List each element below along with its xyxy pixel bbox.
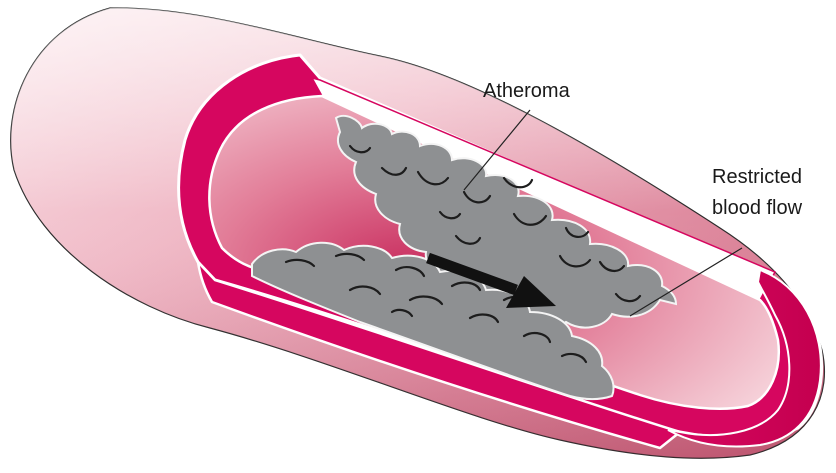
restricted-flow-label-line1: Restricted (712, 166, 802, 188)
atheroma-label: Atheroma (483, 80, 571, 102)
restricted-flow-label-line2: blood flow (712, 197, 803, 219)
